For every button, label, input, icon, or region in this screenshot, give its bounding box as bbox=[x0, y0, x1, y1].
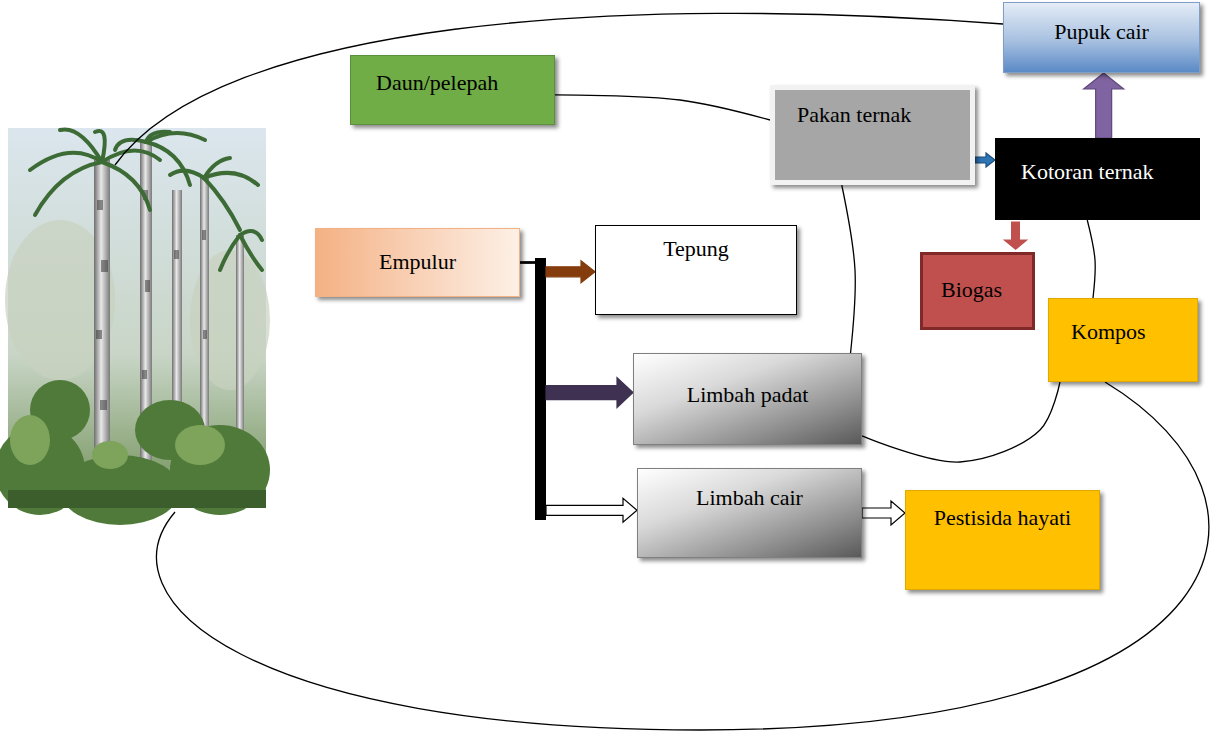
product-box: Tepung bbox=[595, 225, 797, 315]
block-arrow bbox=[520, 261, 595, 283]
product-box: Kompos bbox=[1048, 298, 1198, 382]
curved-connector bbox=[862, 382, 1060, 462]
node-text: Pakan ternak bbox=[797, 102, 960, 128]
node-text: Biogas bbox=[941, 277, 1024, 303]
block-arrow bbox=[546, 498, 637, 522]
waste-box: Limbah cair bbox=[637, 468, 862, 558]
node-text: Limbah padat bbox=[644, 382, 851, 408]
curved-line bbox=[862, 382, 1060, 462]
curved-line bbox=[1087, 220, 1095, 298]
connector-stub bbox=[520, 262, 544, 264]
node-text: Kotoran ternak bbox=[1021, 159, 1189, 185]
product-box: Biogas bbox=[920, 252, 1035, 330]
process-box: Kotoran ternak bbox=[995, 138, 1200, 220]
curved-connector bbox=[1087, 220, 1095, 298]
curved-line bbox=[842, 185, 855, 353]
block-arrow bbox=[1084, 73, 1124, 138]
product-box: Pestisida hayati bbox=[905, 490, 1100, 590]
curved-connector bbox=[555, 95, 770, 120]
block-arrow bbox=[862, 501, 905, 525]
node-text: Pupuk cair bbox=[1014, 19, 1189, 45]
node-text: Daun/pelepah bbox=[376, 70, 542, 96]
node-text: Limbah cair bbox=[648, 485, 851, 511]
sago-palm-photo bbox=[0, 128, 270, 525]
source-box: Daun/pelepah bbox=[350, 55, 555, 125]
block-arrow bbox=[546, 261, 595, 283]
output-box: Pupuk cair bbox=[1003, 2, 1200, 73]
node-text: Pestisida hayati bbox=[916, 505, 1089, 531]
waste-box: Limbah padat bbox=[633, 353, 862, 445]
block-arrow bbox=[546, 378, 633, 408]
block-arrow bbox=[862, 501, 905, 525]
connector-stub bbox=[520, 262, 544, 264]
curved-line bbox=[555, 95, 770, 120]
curved-connector bbox=[842, 185, 855, 353]
block-arrow bbox=[975, 153, 995, 167]
node-text: Kompos bbox=[1071, 319, 1189, 345]
node-text: Tepung bbox=[606, 236, 786, 262]
source-box: Empulur bbox=[315, 228, 520, 297]
node-text: Empulur bbox=[379, 249, 456, 275]
block-arrow bbox=[999, 220, 1033, 252]
block-arrow bbox=[1084, 73, 1124, 138]
block-arrow bbox=[975, 153, 995, 167]
split-bar bbox=[535, 258, 546, 520]
connector-stub bbox=[520, 262, 544, 264]
block-arrow bbox=[999, 220, 1033, 252]
process-box: Pakan ternak bbox=[770, 85, 975, 185]
